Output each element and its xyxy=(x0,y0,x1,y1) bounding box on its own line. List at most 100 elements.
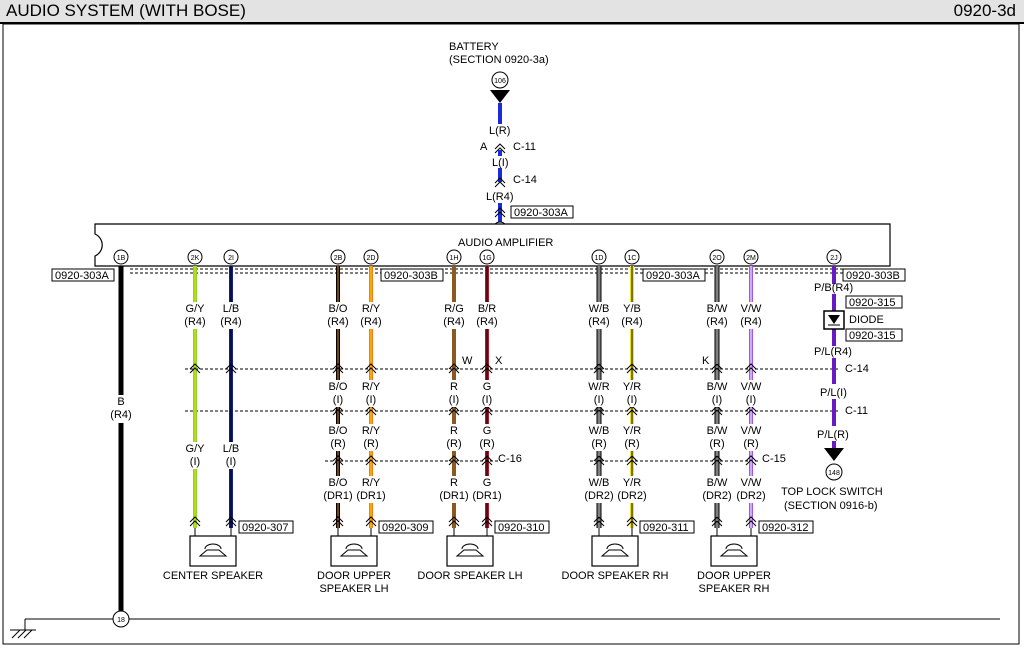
feed-ref-box xyxy=(510,205,574,219)
wire-label-color: R xyxy=(450,477,458,489)
connector-mark xyxy=(225,363,237,374)
wire-label-bg xyxy=(354,476,388,503)
wire-label-circuit: (I) xyxy=(627,394,637,406)
wire-label-color: W/B xyxy=(589,425,610,437)
wire-label-circuit: (DR1) xyxy=(439,490,468,502)
speaker-ref-box xyxy=(494,520,550,534)
wire-label-circuit: (R4) xyxy=(220,316,241,328)
wire-label-color: R/Y xyxy=(362,477,381,489)
feed-wire3-label: L(R4) xyxy=(486,191,514,203)
speaker-wires: 2KG/Y(R4)G/Y(I)2IL/B(R4)L/B(I)2BB/O(R4)B… xyxy=(178,249,768,528)
ts-wire2-label: P/L(R4) xyxy=(814,346,852,358)
wire-label-circuit: (I) xyxy=(333,394,343,406)
wire-label-circuit: (DR1) xyxy=(323,490,352,502)
amp-pin-1d xyxy=(591,249,607,265)
amp-pin-1c xyxy=(624,249,640,265)
speaker-label: DOOR SPEAKER RH xyxy=(562,570,669,582)
ref-left: 0920-303A xyxy=(55,270,109,282)
wire-label-bg xyxy=(734,424,768,451)
connector-mark xyxy=(332,455,344,466)
wire-label-color: W/R xyxy=(588,381,609,393)
connector-mark xyxy=(481,455,493,466)
connector-mark xyxy=(711,455,723,466)
battery-label: BATTERY xyxy=(449,41,499,53)
connector-mark xyxy=(593,516,605,527)
wire-label-circuit: (R4) xyxy=(184,316,205,328)
connector-mark xyxy=(593,455,605,466)
wire-label-color: B/W xyxy=(707,425,728,437)
ref-c: 0920-303A xyxy=(646,270,700,282)
wire-label-circuit: (I) xyxy=(190,456,200,468)
ref-c-box xyxy=(642,268,706,282)
battery-section: (SECTION 0920-3a) xyxy=(449,54,549,66)
connector-mark xyxy=(365,363,377,374)
connector-c11-mark xyxy=(494,143,506,154)
speaker-box xyxy=(330,535,378,567)
wire-label-color: B/O xyxy=(329,425,348,437)
wire-label-bg xyxy=(321,424,355,451)
splice-w: W xyxy=(462,355,473,367)
ts-ref2: 0920-315 xyxy=(849,330,896,342)
wire-label-color: G xyxy=(483,477,492,489)
wire-label-bg xyxy=(582,380,616,407)
speaker-box xyxy=(710,535,758,567)
amp-pin-label: 2B xyxy=(334,255,343,262)
speaker-ref-box xyxy=(758,520,814,534)
wire-label-color: W/B xyxy=(589,477,610,489)
wire-label-bg xyxy=(470,424,504,451)
ref-left-box xyxy=(51,268,115,282)
wire-label-bg xyxy=(321,302,355,329)
wire-label-circuit: (R4) xyxy=(706,316,727,328)
connector-mark xyxy=(745,516,757,527)
ground-node-label: 18 xyxy=(117,617,125,624)
wire-label-bg xyxy=(582,424,616,451)
ref-d-box xyxy=(842,268,906,282)
wire-label-bg xyxy=(178,302,212,329)
ground-pin-label: 1B xyxy=(117,255,126,262)
wire-label-bg xyxy=(321,380,355,407)
wire-label-circuit: (I) xyxy=(366,394,376,406)
wire-label-circuit: (R4) xyxy=(360,316,381,328)
wire-label-bg xyxy=(214,302,248,329)
speaker-ref: 0920-307 xyxy=(242,522,289,534)
speaker-ref: 0920-310 xyxy=(498,522,545,534)
amp-pin-1g xyxy=(479,249,495,265)
wire-label-bg xyxy=(214,442,248,469)
wire-label-circuit: (R4) xyxy=(740,316,761,328)
connector-mark xyxy=(711,363,723,374)
wire-label-circuit: (R4) xyxy=(443,316,464,328)
connector-mark xyxy=(189,516,201,527)
wire-label-bg xyxy=(437,424,471,451)
feed-wire2-label: L(I) xyxy=(492,157,509,169)
wire-label-bg xyxy=(178,442,212,469)
connector-c16-label: C-16 xyxy=(498,453,522,465)
top-lock-section: (SECTION 0916-b) xyxy=(784,500,878,512)
amp-pin-label: 1H xyxy=(450,255,459,262)
wire-label-bg xyxy=(437,302,471,329)
wire-label-circuit: (R4) xyxy=(476,316,497,328)
wire-label-color: V/W xyxy=(741,477,762,489)
amp-pin-label: 2K xyxy=(191,255,200,262)
connector-mark xyxy=(448,363,460,374)
speaker-ref-box xyxy=(639,520,695,534)
speaker-label: DOOR UPPER xyxy=(697,570,771,582)
wire-label-bg xyxy=(582,476,616,503)
ts-wire1-label: P/B(R4) xyxy=(814,282,853,294)
diode-label: DIODE xyxy=(849,314,884,326)
wire-label-bg xyxy=(470,302,504,329)
page-number: 0920-3d xyxy=(953,1,1016,20)
wire-label-color: B/W xyxy=(707,477,728,489)
speaker-ref: 0920-312 xyxy=(762,522,809,534)
feed-wire1-label: L(R) xyxy=(489,125,510,137)
ground-wire-label: B xyxy=(117,396,124,408)
feed-c14: C-14 xyxy=(513,174,537,186)
wire-label-color: B/O xyxy=(329,303,348,315)
speaker-label: CENTER SPEAKER xyxy=(163,570,263,582)
wire-label-bg xyxy=(734,380,768,407)
wire-label-circuit: (DR2) xyxy=(702,490,731,502)
amp-pin-1h xyxy=(446,249,462,265)
